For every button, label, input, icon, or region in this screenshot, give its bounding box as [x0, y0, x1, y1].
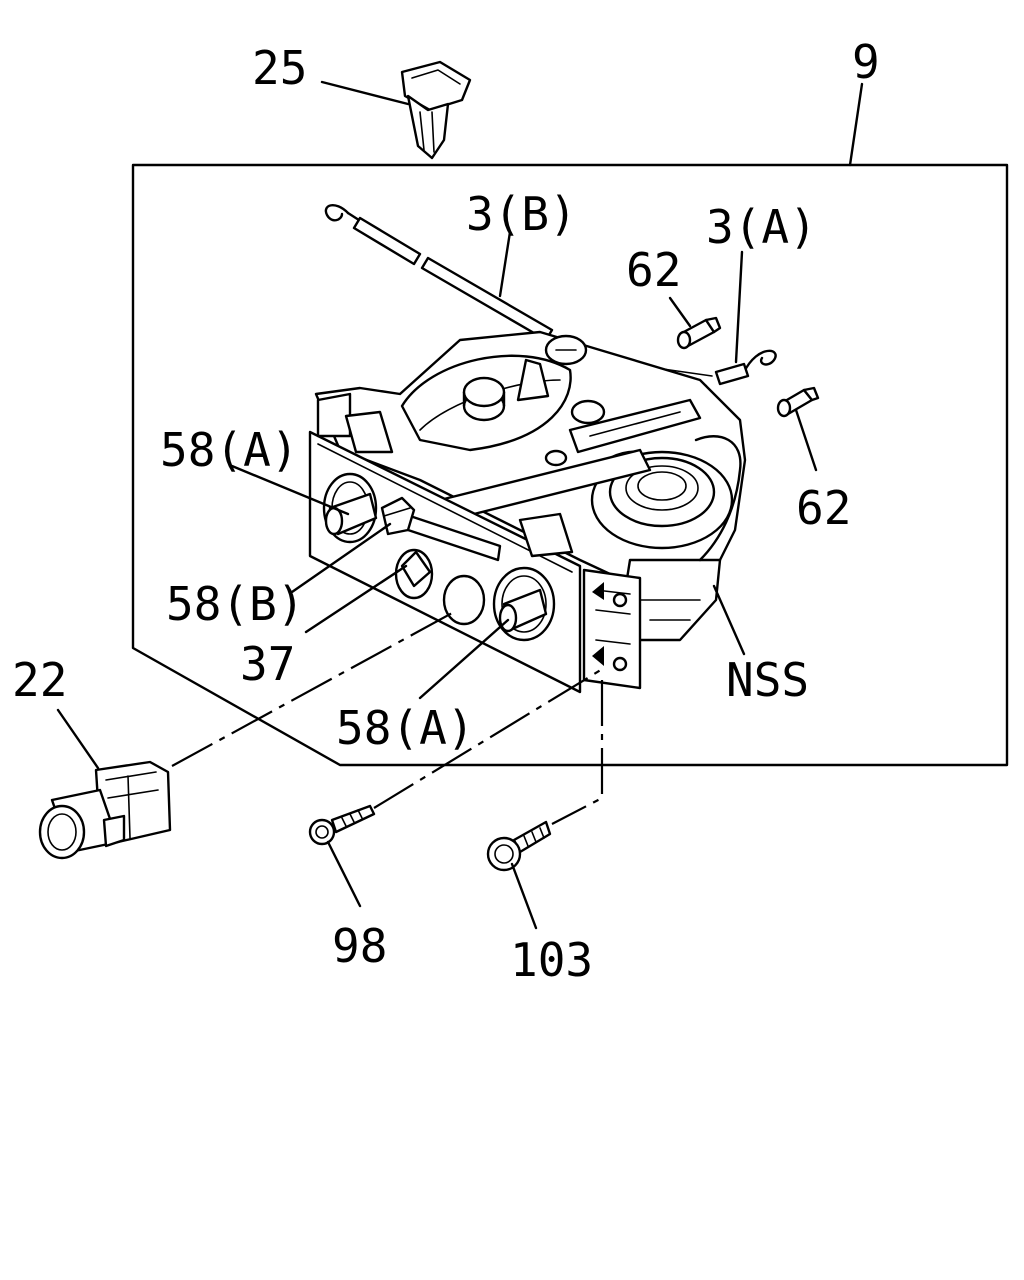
callout-103: 103	[510, 933, 593, 987]
knob-58a-left	[322, 472, 378, 544]
clip-part-25	[400, 60, 472, 160]
pin-part-62-lower	[776, 386, 820, 418]
callout-58a-upper: 58(A)	[160, 423, 298, 477]
callout-58a-lower: 58(A)	[336, 701, 474, 755]
assembly-frame	[131, 163, 1009, 767]
panel-opening	[442, 574, 486, 626]
callout-3a: 3(A)	[706, 200, 817, 254]
callout-22: 22	[12, 653, 67, 707]
callout-37: 37	[240, 637, 295, 691]
control-assembly	[308, 330, 747, 694]
callout-3b: 3(B)	[466, 187, 577, 241]
callout-62-upper: 62	[626, 243, 681, 297]
callout-9: 9	[852, 35, 880, 89]
callout-25: 25	[252, 41, 307, 95]
pin-part-62-upper	[676, 316, 722, 350]
callout-58b: 58(B)	[166, 577, 304, 631]
callout-98: 98	[332, 919, 387, 973]
assembly-line-98	[373, 667, 605, 809]
leader-lines	[56, 80, 864, 930]
screw-part-98	[308, 804, 376, 846]
knob-58a-right	[492, 566, 556, 642]
assembly-line-103	[551, 680, 604, 825]
knob-37	[394, 548, 434, 600]
side-bracket	[582, 568, 642, 690]
callout-nss: NSS	[726, 653, 809, 707]
screw-part-103	[486, 820, 552, 872]
switch-part-22	[38, 760, 172, 860]
callout-62-lower: 62	[796, 481, 851, 535]
assembly-line-22	[171, 611, 455, 767]
